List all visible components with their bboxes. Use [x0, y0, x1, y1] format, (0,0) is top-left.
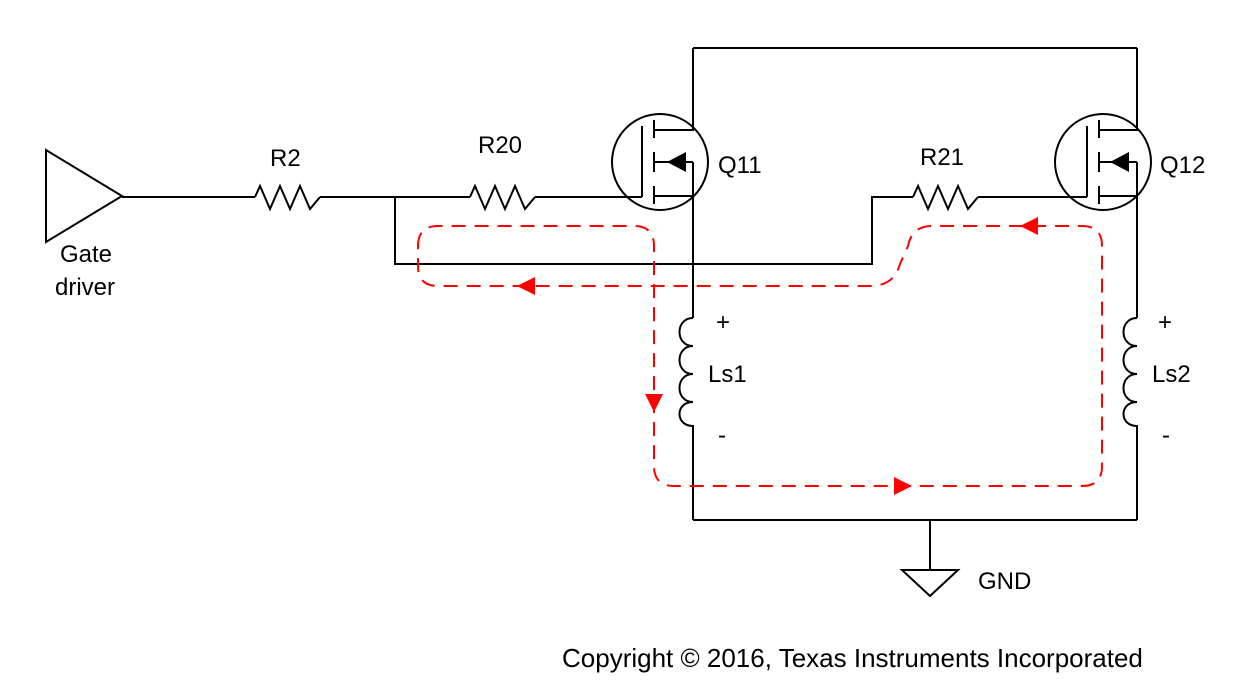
loop-arrow-right	[894, 477, 912, 495]
inductor-ls1	[678, 317, 694, 520]
r20-label: R20	[478, 132, 522, 159]
wire-return-kelvin	[394, 196, 913, 265]
mosfet-q12	[1054, 48, 1152, 318]
loop-arrow-left	[517, 277, 535, 295]
ls2-minus: -	[1162, 422, 1170, 449]
ground-icon	[899, 569, 961, 598]
gnd-label: GND	[978, 568, 1031, 595]
ls1-label: Ls1	[708, 361, 747, 388]
gate-driver-symbol	[45, 148, 124, 244]
mosfet-q11	[611, 48, 709, 318]
ls2-plus: +	[1158, 309, 1172, 336]
loop-arrow-down	[645, 394, 663, 412]
resistor-r2	[254, 183, 321, 212]
r2-label: R2	[270, 145, 301, 172]
q11-label: Q11	[718, 152, 762, 179]
inductor-ls2	[1122, 317, 1138, 520]
gate-driver-label-line2: driver	[55, 274, 115, 301]
resistor-r20	[469, 183, 536, 212]
ls2-label: Ls2	[1152, 361, 1191, 388]
ls1-minus: -	[718, 422, 726, 449]
gate-driver-label-line1: Gate	[60, 241, 112, 268]
copyright-text: Copyright © 2016, Texas Instruments Inco…	[562, 643, 1143, 673]
r21-label: R21	[920, 144, 964, 171]
loop-arrow-left-top	[1020, 217, 1038, 235]
q12-label: Q12	[1160, 152, 1205, 179]
ls1-plus: +	[716, 309, 730, 336]
resistor-r21	[912, 183, 979, 212]
current-loop-path	[417, 225, 1103, 487]
